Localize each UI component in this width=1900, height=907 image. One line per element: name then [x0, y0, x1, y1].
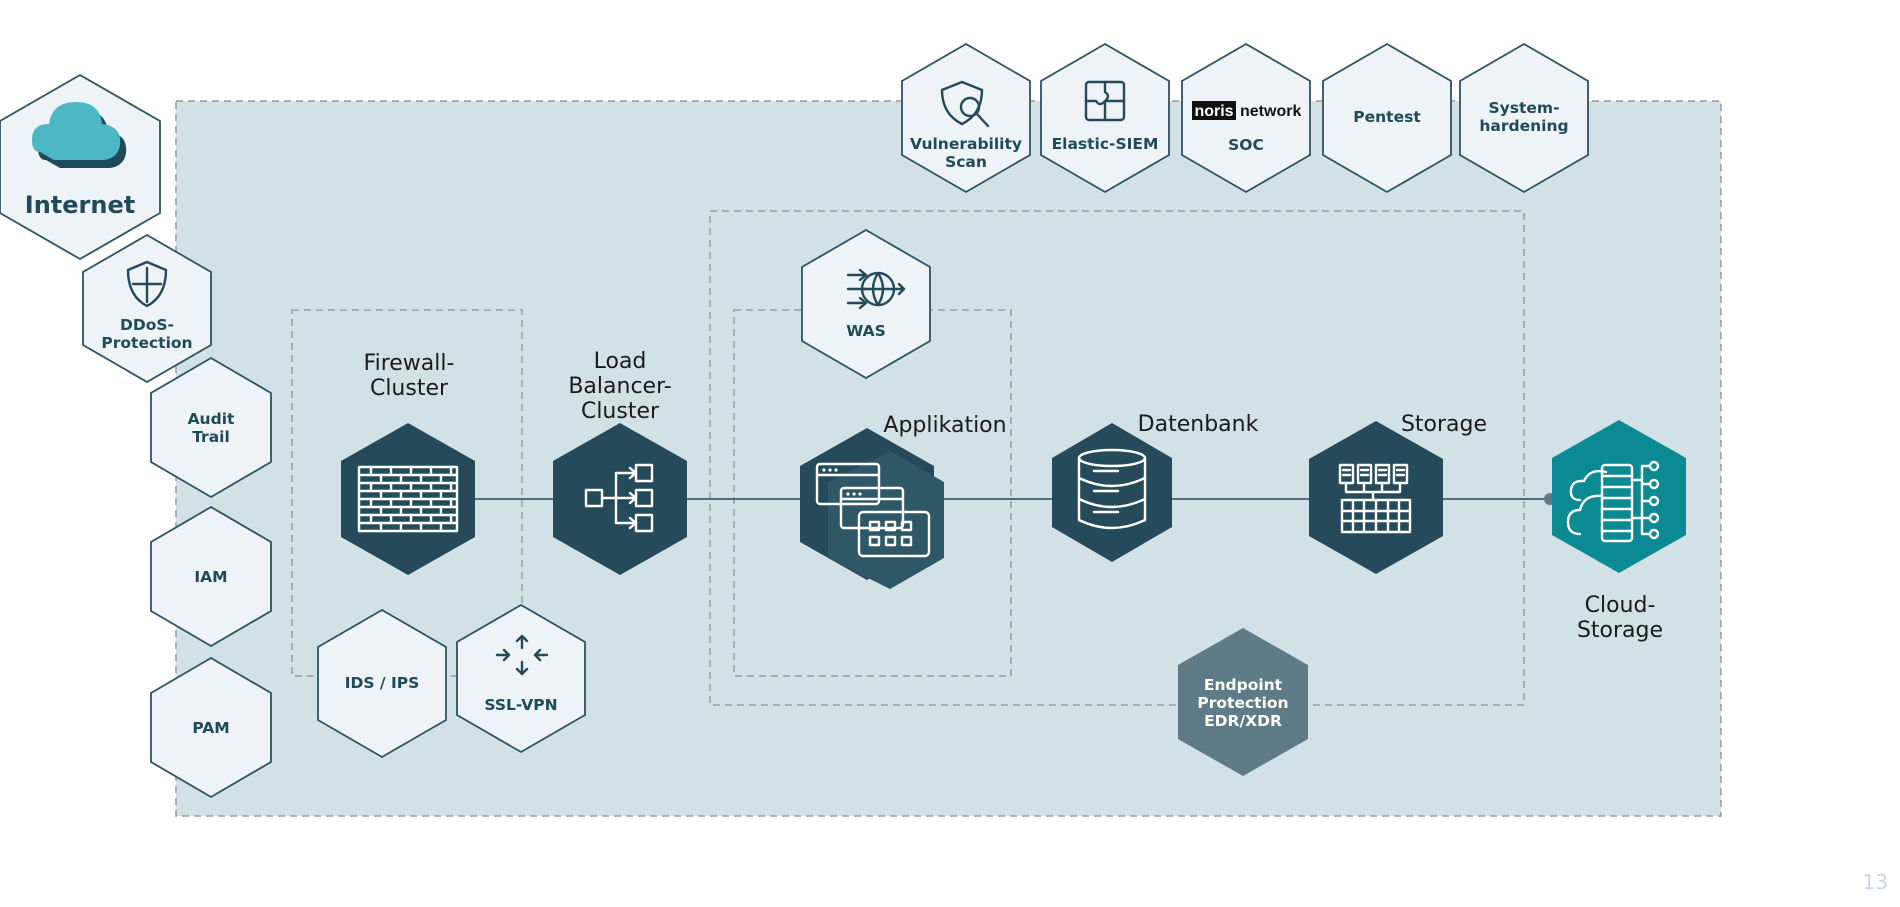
shield-icon	[126, 260, 168, 308]
cloudstorage-label: Cloud-Storage	[1577, 593, 1663, 643]
cloudstorage-node	[1552, 420, 1686, 573]
pam-hex: PAM	[150, 656, 272, 799]
soc-hex: noris network SOC	[1181, 42, 1311, 194]
storage-node	[1309, 421, 1443, 574]
pam-label: PAM	[192, 719, 229, 737]
db-label: Datenbank	[1138, 412, 1259, 437]
pentest-hex: Pentest	[1322, 42, 1452, 194]
was-hex: WAS	[801, 228, 931, 380]
ddos-protection-hex: DDoS-Protection	[82, 233, 212, 384]
logo-right: network	[1240, 103, 1301, 120]
internet-label: Internet	[25, 191, 135, 219]
shield-search-icon	[940, 80, 990, 128]
soc-label: SOC	[1228, 136, 1264, 154]
app-windows-icon	[815, 462, 931, 558]
internet-node: Internet	[0, 73, 161, 261]
network-tree-icon	[584, 463, 654, 533]
loadbalancer-node	[553, 423, 687, 575]
globe-arrows-icon	[846, 268, 906, 310]
hardening-label: System-hardening	[1479, 99, 1568, 135]
database-icon	[1077, 448, 1147, 530]
cloud-storage-icon	[1566, 460, 1660, 543]
ssl-vpn-hex: SSL-VPN	[456, 603, 586, 754]
noris-network-logo: noris network	[1192, 101, 1301, 120]
puzzle-icon	[1084, 80, 1126, 122]
logo-left: noris	[1194, 103, 1233, 120]
was-label: WAS	[846, 322, 886, 340]
system-hardening-hex: System-hardening	[1459, 42, 1589, 194]
storage-array-icon	[1338, 463, 1412, 534]
ddos-label: DDoS-Protection	[101, 316, 192, 352]
server-zone	[709, 210, 1525, 706]
brick-wall-icon	[357, 465, 459, 533]
firewall-label: Firewall-Cluster	[364, 351, 455, 401]
page-number: 13	[1863, 870, 1888, 894]
cloud-icon	[32, 102, 127, 168]
siem-label: Elastic-SIEM	[1052, 135, 1159, 153]
firewall-node	[341, 423, 475, 575]
pentest-label: Pentest	[1353, 108, 1421, 126]
ids-ips-hex: IDS / IPS	[317, 608, 447, 759]
iam-hex: IAM	[150, 505, 272, 648]
storage-label: Storage	[1401, 412, 1487, 437]
app-node	[800, 428, 944, 589]
ssl-vpn-label: SSL-VPN	[484, 696, 557, 714]
database-node	[1052, 423, 1172, 562]
ids-label: IDS / IPS	[345, 674, 420, 692]
iam-label: IAM	[194, 568, 227, 586]
arrows-converge-icon	[495, 634, 549, 676]
elastic-siem-hex: Elastic-SIEM	[1040, 42, 1170, 194]
app-label: Applikation	[883, 413, 1006, 438]
